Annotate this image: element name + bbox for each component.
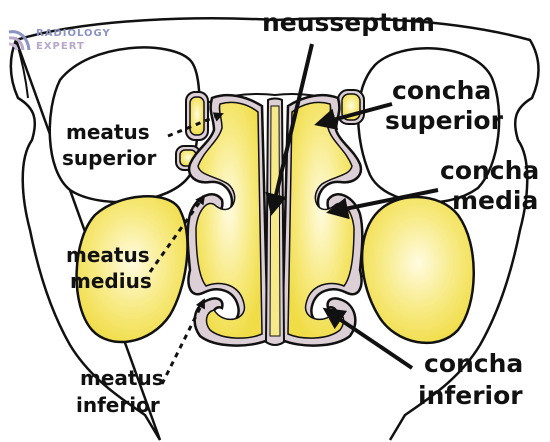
logo-icon <box>8 30 31 51</box>
label-meatus-inferior-line2: inferior <box>76 393 160 417</box>
label-concha-superior-line1: concha <box>392 76 492 105</box>
arrow-concha-inferior <box>322 307 414 370</box>
right-ethmoid-cells <box>337 89 365 125</box>
arrow-concha-superior <box>314 102 393 130</box>
label-meatus-medius-line1: meatus <box>66 243 150 267</box>
right-maxillary-sinus <box>360 195 475 345</box>
logo-line-2: EXPERT <box>36 41 85 52</box>
label-neusseptum: neusseptum <box>262 8 435 37</box>
label-concha-inferior-line2: inferior <box>418 381 523 410</box>
arrow-concha-media <box>326 188 439 220</box>
label-meatus-superior-line1: meatus <box>66 120 150 144</box>
label-concha-media-line2: media <box>452 186 539 215</box>
label-meatus-medius-line2: medius <box>70 269 152 293</box>
label-concha-media-line1: concha <box>440 156 540 185</box>
right-orbit <box>357 47 501 204</box>
left-maxillary-sinus <box>75 195 189 344</box>
label-concha-inferior-line1: concha <box>424 349 524 378</box>
skull-outline <box>9 17 540 441</box>
label-meatus-superior-line2: superior <box>62 146 157 170</box>
arrow-neusseptum <box>265 43 314 216</box>
label-meatus-inferior-line1: meatus <box>80 366 164 390</box>
logo-line-1: RADIOLOGY <box>36 28 111 39</box>
label-concha-superior-line2: superior <box>385 106 503 135</box>
radiology-expert-logo: RADIOLOGY EXPERT <box>6 24 146 58</box>
